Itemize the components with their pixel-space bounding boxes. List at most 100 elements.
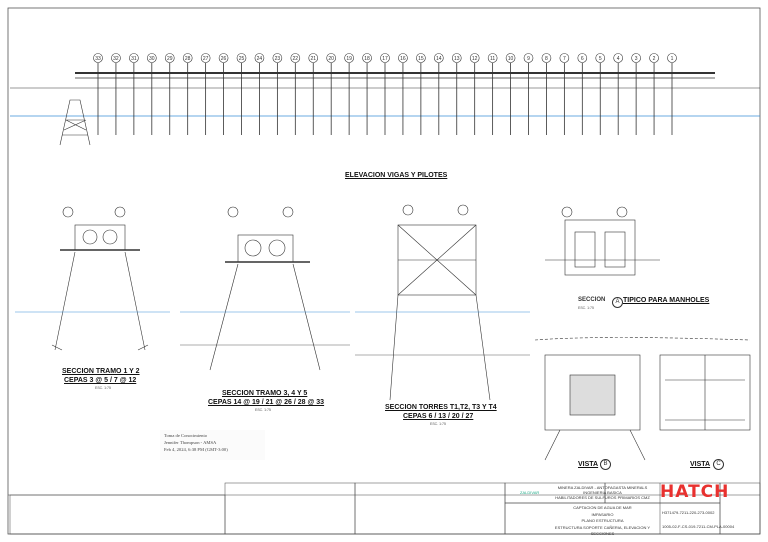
pile-21: 21	[308, 53, 319, 135]
pile-marker	[236, 53, 247, 63]
pile-marker	[487, 53, 498, 63]
pile-number: 23	[275, 56, 281, 62]
pile-number: 7	[563, 56, 566, 62]
hatch-drawing-number: H371479-7211-220-273-0002	[662, 510, 715, 515]
pile-number: 22	[293, 56, 299, 62]
client-line-2: INGENIERIA BASICA	[583, 490, 622, 495]
section-1-scale: ESC. 1:75	[95, 386, 111, 390]
pile-number: 9	[527, 56, 530, 62]
pile-22: 22	[290, 53, 301, 135]
pile-marker	[290, 53, 301, 63]
pile-9: 9	[523, 53, 534, 135]
section-4-scale: ESC. 1:75	[578, 306, 594, 310]
pile-number: 32	[113, 56, 119, 62]
section-4-title: SECCION	[578, 297, 606, 303]
pile-marker	[272, 53, 283, 63]
section-manholes-drawing	[545, 206, 660, 276]
pile-marker	[398, 53, 408, 63]
vista-b-title: VISTA	[578, 461, 599, 468]
pile-marker	[308, 53, 319, 63]
drawing-line-1: CAPTACION DE AGUA DE MAR	[573, 505, 632, 510]
pile-number: 21	[310, 56, 316, 62]
pile-25: 25	[236, 53, 247, 135]
vista-c-title: VISTA	[690, 461, 711, 468]
pile-number: 2	[653, 56, 656, 62]
tower-bracing	[62, 119, 88, 136]
pile-marker	[523, 53, 534, 63]
pile-29: 29	[164, 53, 175, 135]
section-torres-drawing	[355, 204, 530, 401]
pile-33: 33	[93, 53, 103, 135]
pile-number: 5	[599, 56, 602, 62]
pile-number: 3	[635, 56, 638, 62]
pile-number: 8	[545, 56, 548, 62]
section-3-title: SECCION TORRES T1,T2, T3 Y T4	[385, 404, 497, 411]
pile-marker	[182, 53, 193, 63]
pile-number: 25	[239, 56, 245, 62]
zaldivar-logo: ZALDIVAR	[520, 490, 540, 495]
pile-marker	[649, 53, 659, 63]
section-tramo-3-4-5-drawing	[180, 206, 350, 371]
pile-2: 2	[649, 53, 659, 135]
pile-number: 29	[167, 56, 173, 62]
pile-marker	[254, 53, 265, 63]
section-1-title: SECCION TRAMO 1 Y 2	[62, 368, 140, 375]
pile-15: 15	[416, 53, 426, 135]
pile-27: 27	[200, 53, 211, 135]
pile-marker	[613, 53, 623, 63]
pile-18: 18	[362, 53, 372, 135]
pile-number: 20	[328, 56, 334, 62]
pile-number: 26	[221, 56, 227, 62]
section-3-subtitle: CEPAS 6 / 13 / 20 / 27	[403, 413, 474, 420]
vista-c-marker: C	[713, 459, 724, 470]
stamp-line-2: Jennifer Thompson - AMSA	[164, 440, 217, 445]
pile-number: 24	[257, 56, 263, 62]
pile-16: 16	[398, 53, 408, 135]
pile-number: 12	[472, 56, 478, 62]
pile-number: 16	[400, 56, 406, 62]
pile-marker	[326, 53, 336, 63]
pile-number: 6	[581, 56, 584, 62]
drawing-info: CAPTACION DE AGUA DE MAR IMPASARIO PLANO…	[545, 505, 660, 538]
pile-marker	[416, 53, 426, 63]
section-tramo-1-2-drawing	[15, 206, 170, 351]
pile-1: 1	[667, 53, 677, 135]
pile-23: 23	[272, 53, 283, 135]
section-4-subtitle: TIPICO PARA MANHOLES	[623, 297, 710, 304]
pile-marker	[344, 53, 354, 63]
pile-number: 28	[185, 56, 191, 62]
pile-number: 19	[346, 56, 352, 62]
sheet-border	[7, 7, 761, 535]
pile-number: 18	[364, 56, 370, 62]
elevation-title: ELEVACION VIGAS Y PILOTES	[345, 172, 448, 179]
pile-marker	[129, 53, 139, 63]
drawing-line-4: ESTRUCTURA SOPORTE CAÑERIA, ELEVACION Y …	[554, 524, 651, 537]
vista-b-marker: B	[600, 459, 611, 470]
section-4-marker: A	[612, 297, 623, 308]
section-2-scale: ESC. 1:75	[255, 408, 271, 412]
pile-17: 17	[380, 53, 390, 135]
pile-32: 32	[111, 53, 121, 135]
hatch-logo: HATCH	[660, 482, 730, 502]
pile-11: 11	[487, 53, 498, 135]
stamp-line-3: Feb 4, 2024, 6:38 PM (GMT-3:00)	[164, 447, 228, 452]
pile-6: 6	[577, 53, 588, 135]
pile-marker	[111, 53, 121, 63]
pile-number: 33	[95, 56, 101, 62]
section-2-subtitle: CEPAS 14 @ 19 / 21 @ 26 / 28 @ 33	[208, 399, 325, 406]
pile-marker	[218, 53, 229, 63]
pile-number: 31	[131, 56, 137, 62]
pile-number: 1	[671, 56, 674, 62]
pile-12: 12	[469, 53, 480, 135]
pile-13: 13	[451, 53, 462, 135]
client-info: MINERA ZALDIVAR - ANTOFAGASTA MINERALS I…	[545, 485, 660, 500]
pile-number: 4	[617, 56, 620, 62]
pile-26: 26	[218, 53, 229, 135]
pile-30: 30	[147, 53, 157, 135]
pile-marker	[93, 53, 103, 63]
pile-marker	[469, 53, 480, 63]
pile-number: 11	[490, 56, 495, 62]
stamp-line-1: Toma de Conocimiento	[164, 433, 208, 438]
